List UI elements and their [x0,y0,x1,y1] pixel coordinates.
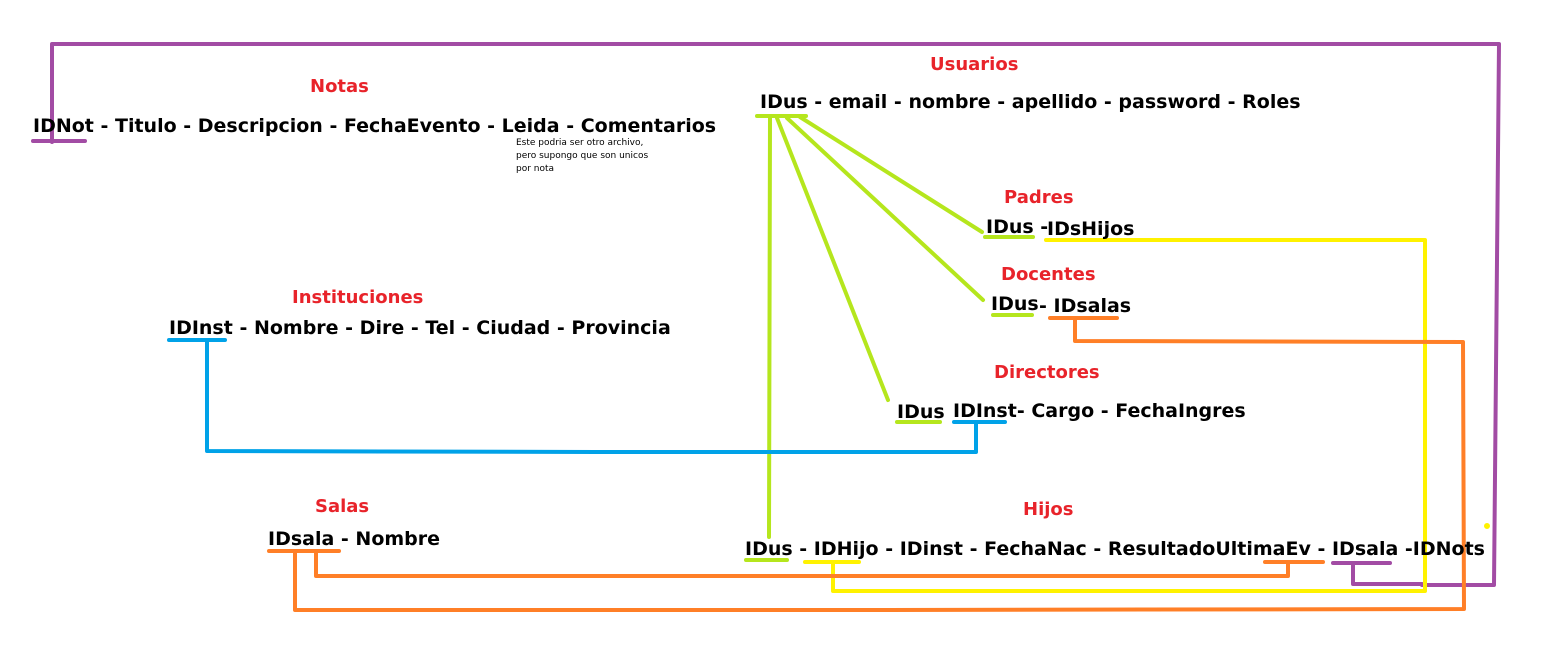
hijos-fields: IDus - IDHijo - IDinst - FechaNac - Resu… [745,538,1485,560]
salas-title: Salas [315,496,370,517]
usuarios-fields: IDus - email - nombre - apellido - passw… [760,91,1301,113]
hijos-title: Hijos [1023,499,1074,520]
salas-fields: IDsala - Nombre [268,528,441,550]
notas-note-line: Este podria ser otro archivo, [516,138,644,148]
directores-fields-key: IDus [897,401,945,423]
usuarios-title: Usuarios [930,54,1019,75]
usuarios-subtype-connectors [744,114,1035,562]
docentes-fields-rest: - IDsalas [1039,295,1132,317]
notas-note: Este podria ser otro archivo, pero supon… [516,137,648,176]
instituciones-fields: IDInst - Nombre - Dire - Tel - Ciudad - … [169,317,671,339]
directores-fields-rest: IDInst- Cargo - FechaIngres [953,400,1246,422]
notas-note-line: por nota [516,164,555,174]
padres-fields-rest: IDsHijos [1047,218,1135,240]
salas-connectors [267,316,1466,612]
directores-title: Directores [994,362,1100,383]
docentes-title: Docentes [1001,264,1096,285]
stray-dot [1484,523,1490,529]
notas-note-line: pero supongo que son unicos [516,151,649,161]
padres-fields-key: IDus - [986,216,1049,238]
padres-hijos-connector [803,238,1427,593]
notas-fields: IDNot - Titulo - Descripcion - FechaEven… [33,115,717,137]
notas-title: Notas [310,76,369,97]
instituciones-title: Instituciones [292,287,424,308]
instituciones-directores-connector [167,338,1007,454]
notas-hijos-connector [31,42,1501,587]
padres-title: Padres [1004,187,1074,208]
docentes-fields-key: IDus [991,293,1039,315]
